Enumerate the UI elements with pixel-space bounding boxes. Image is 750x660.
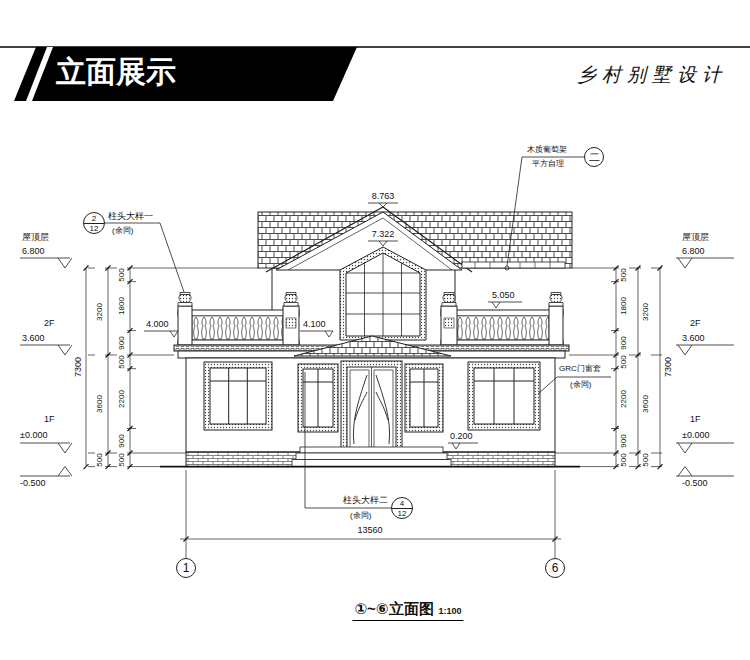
axis-bubble: 6 (545, 558, 565, 578)
dimension-text: 900 (620, 336, 628, 349)
dimension-text: 2200 (118, 390, 126, 408)
level-value: ±0.000 (20, 430, 47, 441)
elevation-mark: 8.763 (372, 191, 395, 202)
callout-text: 柱头大样二 (343, 495, 388, 506)
dimension-text: 3200 (96, 303, 104, 321)
level-name: 1F (44, 414, 55, 425)
drawing-caption: ①~⑥立面图 (354, 600, 433, 618)
axis-bubble: 1 (176, 558, 196, 578)
node-text: 4 (400, 499, 404, 508)
node-text: 1 (183, 562, 190, 575)
level-value: 3.600 (682, 333, 705, 344)
dimension-text: 3600 (96, 395, 104, 413)
divider-line (84, 223, 104, 224)
level-value: 6.800 (682, 246, 705, 257)
elevation-mark: 5.050 (492, 290, 515, 301)
dimension-text: 3600 (642, 395, 650, 413)
node-text: 6 (552, 562, 559, 575)
level-value: -0.500 (682, 478, 708, 489)
page-title: 立面展示 (56, 54, 176, 90)
subtitle: 乡村别墅设计 (577, 63, 727, 86)
level-name: 屋顶层 (682, 232, 709, 243)
detail-callout: 212 (83, 212, 105, 234)
dimension-text: 500 (642, 453, 650, 466)
level-value: 6.800 (22, 246, 45, 257)
caption-row: ①~⑥立面图 1:100 (352, 600, 463, 621)
dimension-text: 500 (96, 453, 104, 466)
callout-text: 柱头大样一 (108, 211, 153, 222)
dimension-text: 900 (620, 434, 628, 447)
callout-note: 平方自理 (532, 159, 564, 169)
dimension-text: 500 (118, 268, 126, 281)
level-value: 3.600 (22, 333, 45, 344)
node-text: 2 (92, 214, 96, 223)
node-text: 12 (398, 509, 407, 518)
elevation-mark: 0.200 (450, 431, 473, 442)
level-name: 屋顶层 (22, 232, 49, 243)
dimension-text: 7300 (74, 357, 83, 377)
callout-note: (余同) (112, 226, 133, 236)
dimension-text: 900 (118, 336, 126, 349)
dimension-text: 500 (118, 355, 126, 368)
level-value: -0.500 (20, 478, 46, 489)
divider-line (392, 508, 412, 509)
dimension-text: 500 (118, 453, 126, 466)
dimension-text: 500 (620, 355, 628, 368)
dimension-text: 2200 (620, 390, 628, 408)
callout-text: 木质葡萄架 (527, 145, 567, 155)
dimension-text: 900 (118, 434, 126, 447)
dimension-text: 7300 (664, 357, 673, 377)
level-value: ±0.000 (682, 430, 709, 441)
dimension-text: 500 (620, 268, 628, 281)
callout-note: (余同) (350, 511, 371, 521)
elevation-mark: 4.100 (303, 319, 326, 330)
dimension-text: 500 (620, 453, 628, 466)
dimension-text: 3200 (642, 303, 650, 321)
callout-text: GRC门窗套 (559, 364, 601, 374)
callout-circle: 二 (584, 147, 604, 167)
dimension-text: 13560 (357, 525, 382, 536)
callout-note: (余同) (570, 380, 591, 390)
scale-text: 1:100 (439, 605, 462, 617)
dimension-text: 1800 (118, 297, 126, 315)
elevation-mark: 4.000 (146, 319, 169, 330)
level-name: 1F (690, 414, 701, 425)
dimension-text: 1800 (620, 297, 628, 315)
node-text: 二 (589, 151, 600, 163)
detail-callout: 412 (391, 497, 413, 519)
level-name: 2F (690, 318, 701, 329)
level-name: 2F (44, 318, 55, 329)
node-text: 12 (90, 224, 99, 233)
elevation-mark: 7.322 (372, 229, 395, 240)
